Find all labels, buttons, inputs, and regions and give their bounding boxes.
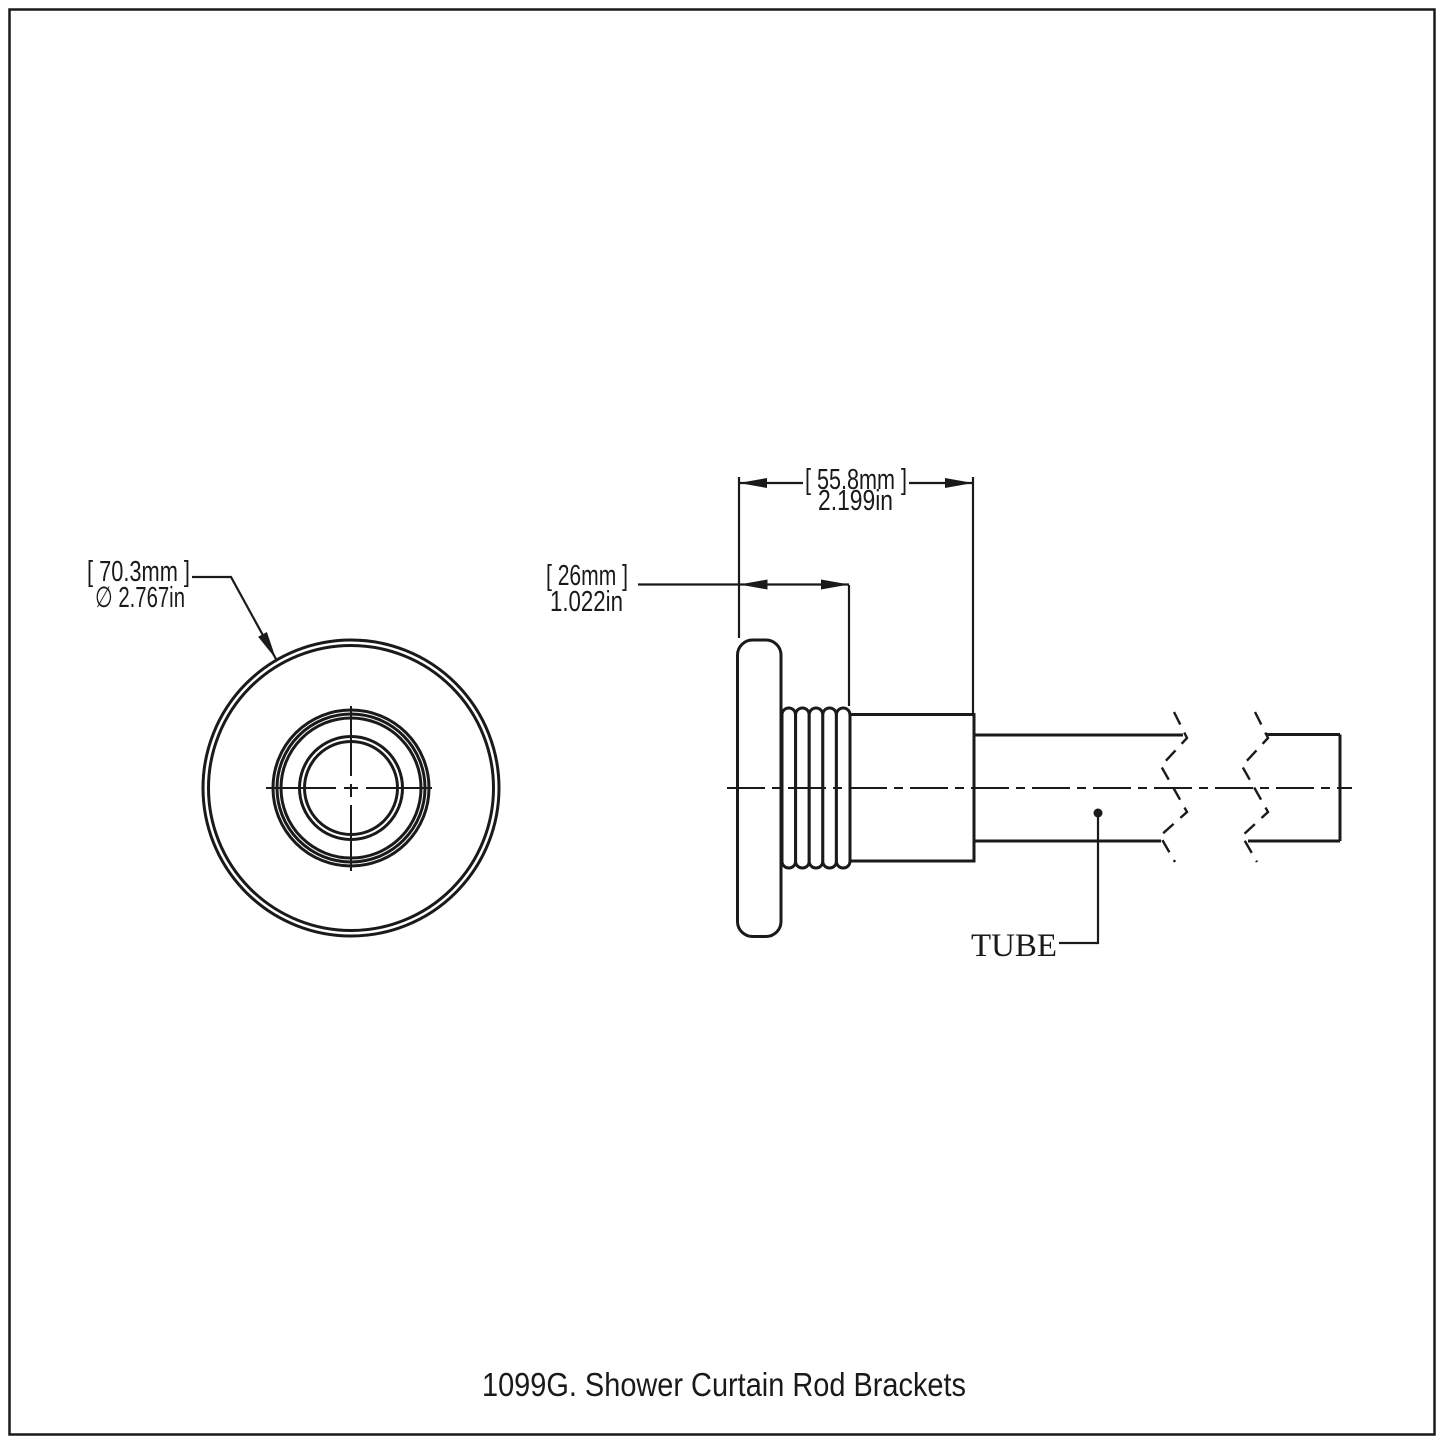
tube-leader-line xyxy=(1059,813,1100,945)
drawing-caption: 1099G. Shower Curtain Rod Brackets xyxy=(482,1366,966,1403)
projection-depth-metric: [ 26mm ] xyxy=(546,560,628,592)
dimension-arrowhead-right xyxy=(821,579,849,590)
tube-label: TUBE xyxy=(971,928,1057,964)
diameter-dimension-metric: [ 70.3mm ] xyxy=(87,556,190,588)
projection-depth-imperial: 1.022in xyxy=(550,586,623,618)
flange-inner-edge-circle xyxy=(207,644,495,932)
tube-leader xyxy=(1059,808,1103,945)
tube xyxy=(974,733,1342,843)
diameter-leader-line xyxy=(192,575,277,660)
diameter-leader xyxy=(192,575,277,660)
overall-depth-metric: [ 55.8mm ] xyxy=(805,464,907,496)
diameter-dimension-imperial: ∅ 2.767in xyxy=(95,582,185,614)
dimension-arrowhead-right xyxy=(945,478,973,488)
dimension-arrowhead-left xyxy=(739,579,768,590)
dimension-arrowhead-left xyxy=(739,478,767,488)
front-view-centerlines xyxy=(266,706,432,871)
overall-depth-imperial: 2.199in xyxy=(818,485,893,517)
break-zigzag-right xyxy=(1240,711,1270,863)
flange-outer-circle xyxy=(201,638,501,938)
diameter-leader-arrowhead xyxy=(258,632,276,659)
sheet-border xyxy=(8,8,1436,1436)
